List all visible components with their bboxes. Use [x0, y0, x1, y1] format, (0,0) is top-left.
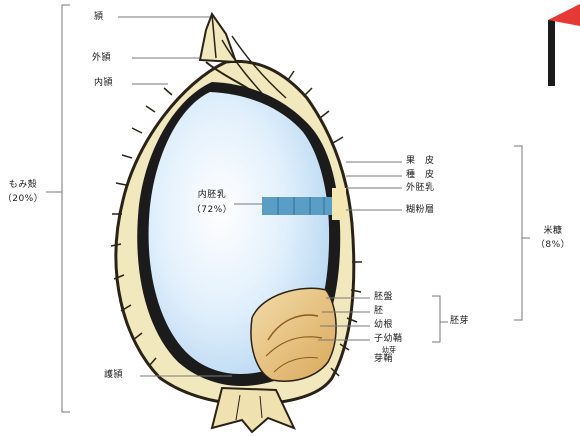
- germ: [251, 288, 336, 381]
- label-seed-coat: 種 皮: [406, 170, 435, 181]
- label-endosperm-percent: （72%）: [188, 205, 236, 216]
- label-bran-percent: （8%）: [530, 240, 576, 251]
- label-lemma: 外頴: [92, 53, 111, 64]
- label-aleurone: 糊粉層: [406, 205, 435, 216]
- label-endosperm: 内胚乳: [188, 190, 236, 201]
- label-awn: 頴: [94, 12, 104, 23]
- label-bran: 米糠: [530, 226, 576, 237]
- flag-icon: [548, 4, 580, 86]
- label-germ: 胚芽: [450, 316, 469, 327]
- label-scutellum: 胚盤: [374, 292, 393, 303]
- label-embryo: 胚: [374, 306, 384, 317]
- label-coleorhiza: 子幼鞘: [374, 334, 403, 345]
- label-bud-sheath: 芽鞘: [374, 354, 393, 365]
- label-hull: もみ殻: [0, 180, 46, 191]
- label-perisperm: 外胚乳: [406, 183, 435, 194]
- label-palea: 内頴: [94, 78, 113, 89]
- bran-layer-patch: [332, 188, 346, 220]
- label-radicle: 幼根: [374, 320, 393, 331]
- label-protective-glume: 護頴: [104, 370, 123, 381]
- aleurone-band: [262, 197, 332, 215]
- label-pericarp: 果 皮: [406, 156, 435, 167]
- label-plumule-small: 幼芽: [382, 346, 396, 354]
- label-hull-percent: （20%）: [0, 194, 46, 205]
